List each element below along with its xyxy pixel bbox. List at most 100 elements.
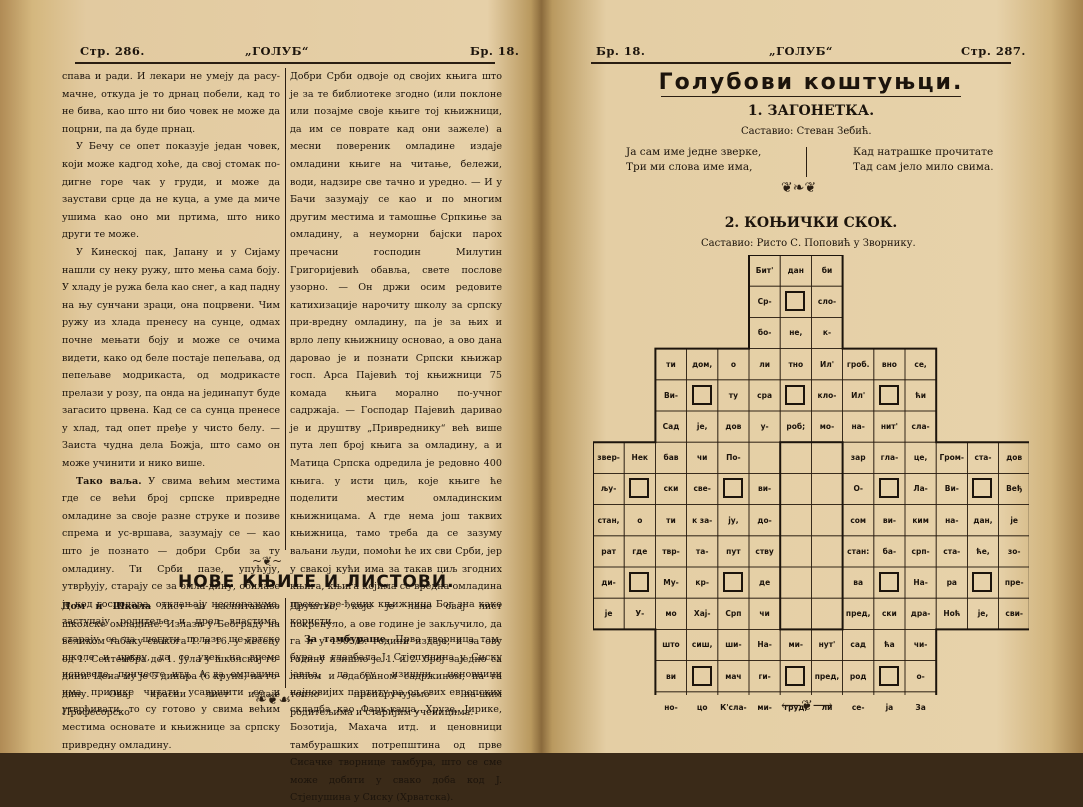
verse-right: Кад натрашке прочитате Тад сам јело мило… <box>853 145 994 175</box>
grid-cell: стан, <box>597 515 620 525</box>
grid-cell: бо- <box>757 328 772 338</box>
empty-square <box>691 665 712 686</box>
column-divider <box>285 598 286 688</box>
grid-cell: род <box>849 671 867 681</box>
paragraph: Друштво, које је лане овај лист покренул… <box>290 601 502 718</box>
grid-cell: на- <box>851 422 865 431</box>
grid-cell: ста- <box>943 546 961 556</box>
grid-cell: Хај- <box>693 609 711 619</box>
grid-cell: Ви- <box>944 484 959 494</box>
ornament-icon: ~❦~ <box>252 554 283 568</box>
grid-cell: чи- <box>913 640 928 650</box>
grid-cell: пре- <box>1004 578 1024 587</box>
empty-square <box>629 478 650 499</box>
masthead-rule <box>661 96 961 97</box>
grid-cell: о <box>637 515 643 525</box>
verse-left: Ја сам име једне зверке, Три ми слова им… <box>626 145 761 175</box>
left-running-title: „ГОЛУБ“ <box>245 44 310 58</box>
grid-cell: све- <box>693 484 711 494</box>
grid-cell: рат <box>601 546 616 556</box>
grid-cell: роб; <box>786 422 806 431</box>
grid-cell: Ноћ <box>943 609 961 619</box>
grid-cell: де <box>759 578 771 587</box>
knight-author: Саставио: Ристо С. Поповић у Зворнику. <box>701 238 916 249</box>
grid-cell: ста- <box>974 453 992 463</box>
grid-cell: О- <box>853 484 863 494</box>
grid-cell: гроб. <box>846 359 870 369</box>
ornament-icon: ❦❧❦ <box>781 180 817 196</box>
grid-cell: ра <box>946 578 957 587</box>
grid-cell: је, <box>977 609 989 619</box>
paragraph: У свима већим местима где се већи број с… <box>62 475 280 751</box>
grid-cell: Нек <box>631 453 649 463</box>
puzzle-masthead: Голубови коштуњци. <box>658 70 964 95</box>
paragraph: спава и ради. И лекари не умеју да расу-… <box>62 71 280 135</box>
grid-cell: к за- <box>692 515 713 525</box>
right-running-title: „ГОЛУБ“ <box>769 44 834 58</box>
grid-inner-block <box>779 441 844 631</box>
grid-cell: о <box>730 359 736 369</box>
grid-cell: стан: <box>847 546 870 556</box>
grid-cell: ски <box>663 484 679 494</box>
grid-cell: дом, <box>692 359 713 369</box>
grid-cell: где <box>632 546 648 556</box>
right-page: Бр. 18. „ГОЛУБ“ Стр. 287. Голубови кошту… <box>541 0 1083 753</box>
grid-cell: По- <box>726 453 741 463</box>
grid-cell: у- <box>760 422 769 431</box>
subsection-heading: За тамбураше. <box>304 634 390 645</box>
grid-cell: мач <box>725 671 742 681</box>
grid-cell: це, <box>913 453 928 463</box>
grid-cell: ја <box>885 702 894 712</box>
grid-cell-border <box>686 691 719 695</box>
grid-cell: На- <box>913 578 928 587</box>
grid-cell: ћи <box>915 390 926 400</box>
grid-cell-border <box>748 691 781 695</box>
verse-line: Тад сам јело мило свима. <box>853 161 994 173</box>
grid-cell: Срп <box>725 609 742 619</box>
grid-cell: сла- <box>911 422 930 431</box>
grid-cell: о- <box>916 671 925 681</box>
grid-outline <box>593 255 1029 695</box>
grid-cell: ви- <box>758 484 772 494</box>
grid-cell: дра- <box>910 609 931 619</box>
grid-cell: дан <box>787 266 804 275</box>
grid-cell: Ил' <box>819 359 835 369</box>
grid-cell: бав <box>663 453 679 463</box>
verse-line: Кад натрашке прочитате <box>853 146 994 158</box>
grid-cell: на- <box>945 515 959 525</box>
empty-square <box>691 384 712 405</box>
grid-cell: се- <box>851 702 865 712</box>
grid-cell: кло- <box>817 390 837 400</box>
right-issue-number: Бр. 18. <box>596 44 646 58</box>
grid-cell: Ср- <box>757 297 772 307</box>
grid-cell: Гром- <box>939 453 965 463</box>
grid-cell: ши- <box>725 640 742 650</box>
grid-cell: кр- <box>695 578 709 587</box>
grid-cell: сви- <box>1005 609 1023 619</box>
grid-cell: сад <box>850 640 866 650</box>
grid-cell: ми- <box>788 640 804 650</box>
grid-cell: је, <box>696 422 708 431</box>
grid-cell-border <box>717 691 750 695</box>
grid-cell: Ви- <box>663 390 679 400</box>
grid-cell: чи <box>696 453 708 463</box>
grid-cell: ту <box>728 390 739 400</box>
paragraph: лист за васпитавање школске омладине. Из… <box>62 601 280 718</box>
grid-cell: ти <box>666 515 676 525</box>
left-column-2-bottom: Друштво, које је лане овај лист покренул… <box>290 598 502 721</box>
grid-cell: звер- <box>597 453 620 463</box>
grid-cell: сиш, <box>691 640 713 650</box>
empty-square <box>785 291 806 312</box>
grid-cell: не, <box>789 328 803 338</box>
left-page: Стр. 286. „ГОЛУБ“ Бр. 18. спава и ради. … <box>0 0 540 803</box>
grid-cell: срп- <box>911 546 930 556</box>
riddle-title: 1. ЗАГОНЕТКА. <box>747 103 875 119</box>
grid-cell: дан, <box>973 515 993 525</box>
grid-cell-border <box>810 691 843 695</box>
grid-cell: љу- <box>600 484 617 494</box>
publication-title: Дом и Школа <box>62 601 152 612</box>
grid-cell: твр- <box>662 546 680 556</box>
knight-tour-grid <box>593 255 1029 695</box>
grid-cell: нут' <box>818 640 836 650</box>
grid-cell: сло- <box>817 297 837 307</box>
